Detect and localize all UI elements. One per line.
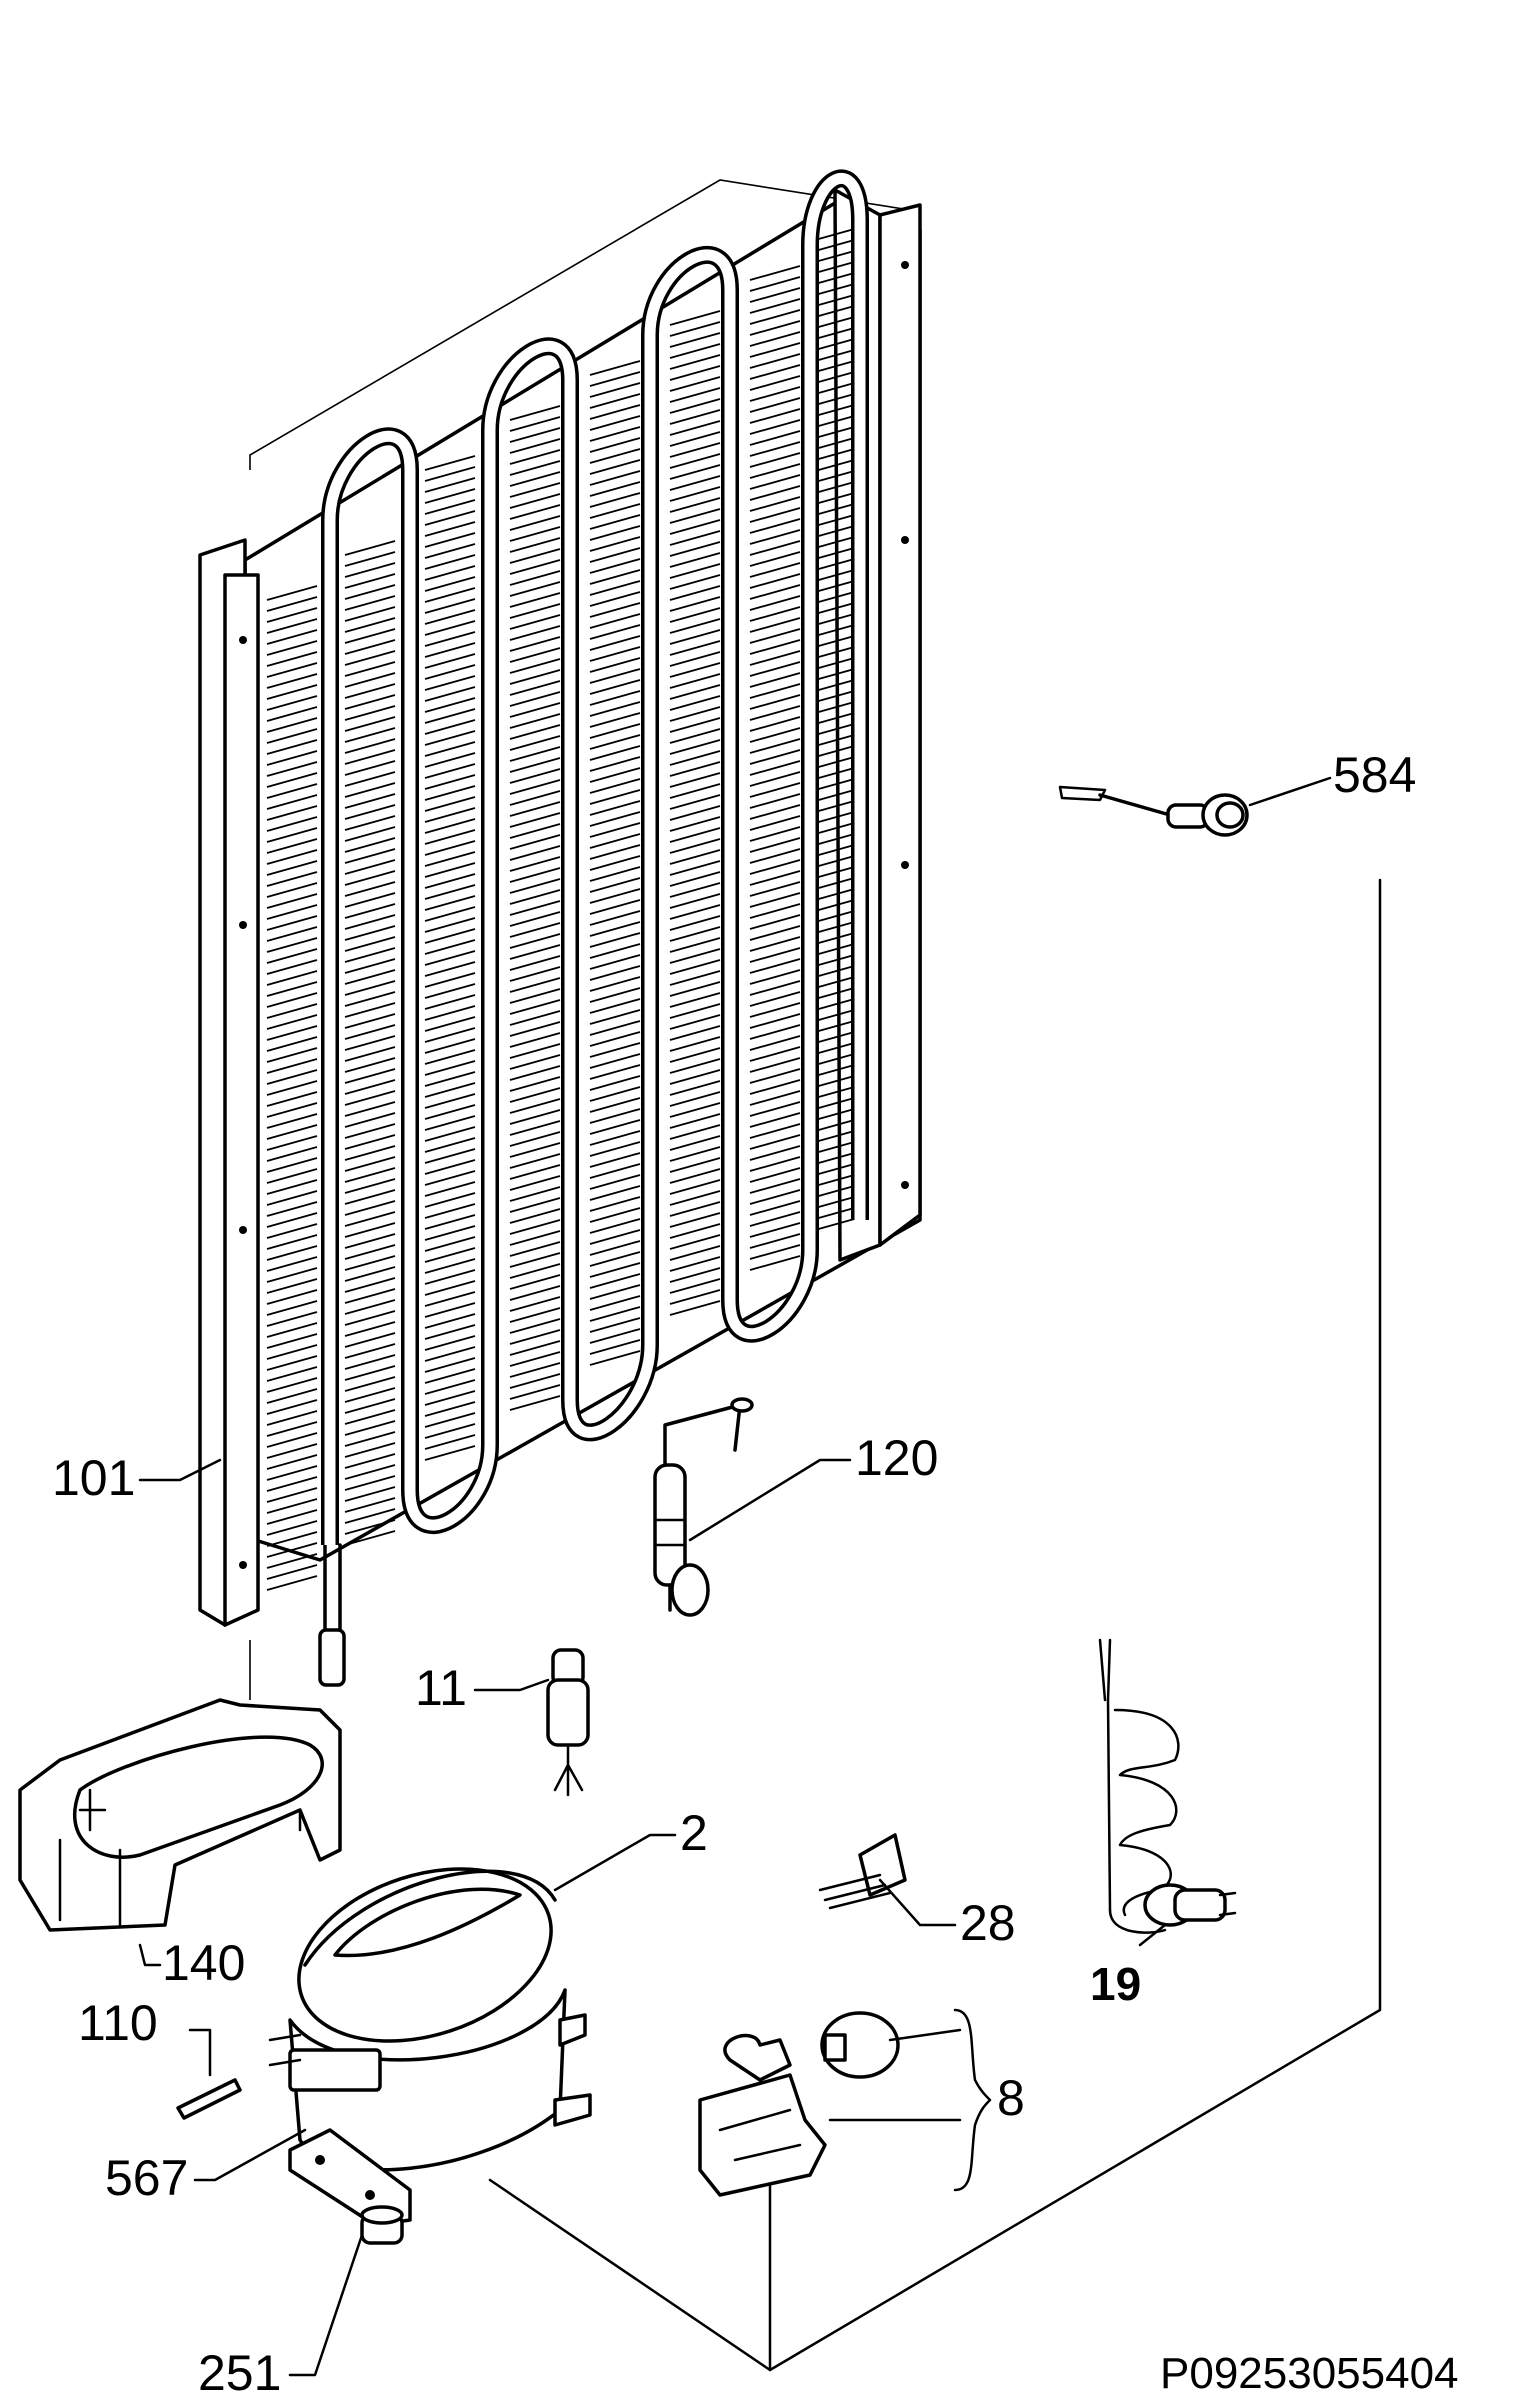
callout-251: 251 (198, 2345, 281, 2400)
callout-labels: 584 120 101 11 2 28 19 140 110 8 567 251 (52, 747, 1416, 2401)
part-110-pin (176, 2078, 242, 2120)
bracket-holes (239, 261, 909, 1569)
callout-8: 8 (997, 2070, 1025, 2126)
part-11-valve (546, 1648, 590, 1797)
callout-2: 2 (680, 1805, 708, 1861)
part-8-relay (698, 2011, 900, 2197)
part-251-nut (360, 2205, 404, 2245)
part-140-drip-tray (18, 1698, 342, 1932)
callout-140: 140 (162, 1935, 245, 1991)
part-19-power-cord (1098, 1638, 1237, 1934)
callout-101: 101 (52, 1450, 135, 1506)
part-584-sensor (1058, 785, 1249, 837)
condenser-fins (266, 225, 866, 1591)
part-28-clip (818, 1833, 907, 1910)
drawing-code: P09253055404 (1160, 2349, 1459, 2398)
callout-11: 11 (415, 1660, 467, 1716)
part-120-filter-drier (653, 1397, 754, 1617)
leader-lines (138, 776, 1332, 2377)
callout-567: 567 (105, 2150, 188, 2206)
callout-120: 120 (855, 1430, 938, 1486)
callout-110: 110 (78, 1995, 158, 2051)
part-2-compressor (268, 1867, 592, 2227)
callout-19: 19 (1090, 1958, 1141, 2010)
condenser-assembly (198, 169, 922, 1687)
callout-584: 584 (1333, 747, 1416, 803)
callout-28: 28 (960, 1895, 1016, 1951)
condenser-tube (318, 169, 869, 1687)
